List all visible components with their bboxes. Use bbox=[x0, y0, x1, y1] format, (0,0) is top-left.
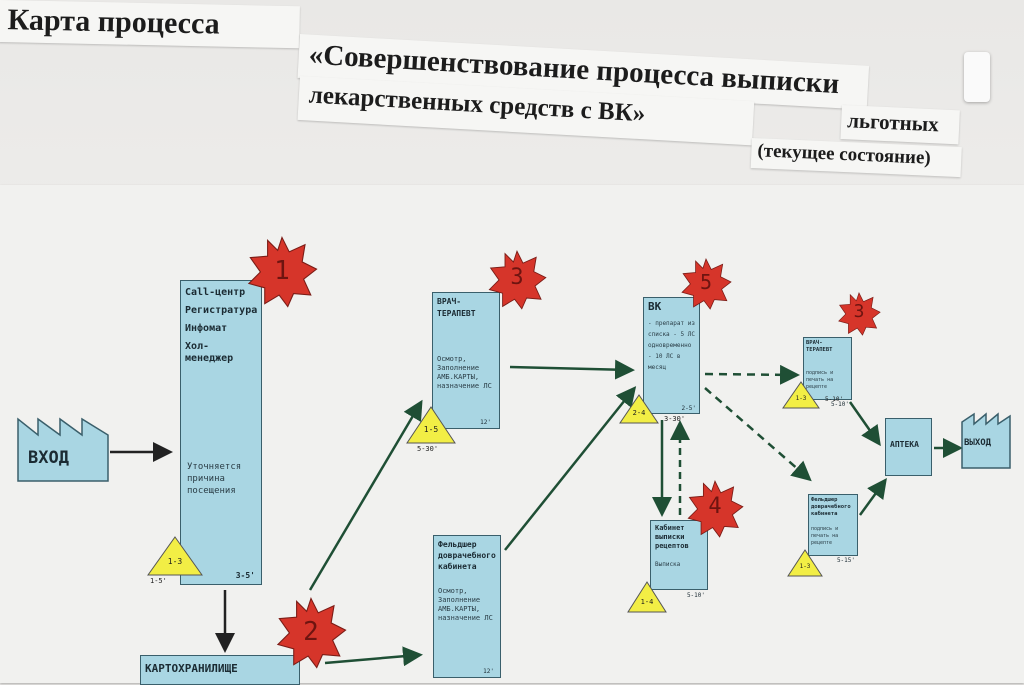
vk-time: 2-5' bbox=[681, 405, 696, 412]
call-center-box: Call-центр Регистратура Инфомат Хол-мене… bbox=[180, 280, 262, 585]
star-shape bbox=[681, 258, 732, 310]
call-center-title-1: Call-центр bbox=[185, 287, 246, 298]
star-1: 1 bbox=[246, 236, 318, 308]
star-shape bbox=[247, 236, 318, 308]
triangle-shape bbox=[406, 406, 456, 444]
triangle-time: 5-10' bbox=[825, 396, 844, 403]
vk-box: ВК - препарат из списка - 5 ЛС одновреме… bbox=[643, 297, 700, 414]
triangle-shape bbox=[619, 394, 659, 424]
triangle-shape bbox=[787, 549, 823, 577]
arrow-feldsher-vk bbox=[504, 386, 637, 551]
therapist2-time: 5-10' bbox=[830, 401, 849, 408]
feldsher1-time: 12' bbox=[483, 668, 494, 675]
kartotek-box: КАРТОХРАНИЛИЩЕ bbox=[140, 655, 300, 685]
triangle-6: 1-3 bbox=[786, 548, 824, 578]
vk-body: - препарат из списка - 5 ЛС одновременно… bbox=[648, 320, 695, 371]
star-shape bbox=[838, 292, 881, 336]
star-shape bbox=[687, 480, 744, 538]
cabinet-time: 5-10' bbox=[686, 592, 705, 599]
pharmacy-title: АПТЕКА bbox=[890, 440, 919, 449]
cabinet-body: Выписка bbox=[655, 561, 681, 568]
triangle-label: 1-3 bbox=[795, 395, 807, 402]
star-number: 1 bbox=[274, 256, 290, 286]
star-number: 3 bbox=[853, 301, 865, 322]
star-6: 3 bbox=[837, 292, 881, 336]
arrow-vk-feldsher2 bbox=[704, 387, 812, 482]
triangle-label: 2-4 bbox=[632, 409, 646, 417]
triangle-time: 1-5' bbox=[150, 577, 167, 585]
star-number: 3 bbox=[510, 265, 524, 290]
therapist2-title: ВРАЧ-ТЕРАПЕВТ bbox=[806, 340, 833, 353]
exit-label: ВЫХОД bbox=[964, 438, 992, 448]
therapist2-body: подпись и печать на рецепте bbox=[806, 370, 834, 390]
star-2: 2 bbox=[275, 597, 347, 669]
triangle-2: 1-5 5-30' bbox=[405, 405, 457, 453]
call-center-time: 3-5' bbox=[235, 571, 255, 580]
star-4: 4 bbox=[686, 480, 744, 538]
arrow-therapist-vk bbox=[509, 359, 635, 380]
therapist1-title: ВРАЧ-ТЕРАПЕВТ bbox=[437, 297, 476, 318]
call-center-title-3: Инфомат bbox=[185, 323, 228, 334]
feldsher1-title: Фельдшер доврачебного кабинета bbox=[438, 540, 496, 571]
triangle-time: 3-30' bbox=[664, 415, 686, 423]
triangle-label: 1-5 bbox=[423, 425, 439, 434]
triangle-label: 1-3 bbox=[167, 557, 183, 566]
triangle-shape bbox=[147, 536, 203, 576]
star-number: 2 bbox=[303, 617, 319, 647]
entry-factory bbox=[17, 417, 109, 482]
triangle-1: 1-3 1-5' bbox=[146, 535, 204, 585]
vk-title: ВК bbox=[648, 300, 662, 313]
triangle-5: 1-3 5-10' bbox=[781, 380, 843, 410]
arrow-therapist2-pharmacy bbox=[848, 401, 881, 447]
triangle-label: 1-3 bbox=[799, 563, 811, 570]
therapist2-box: ВРАЧ-ТЕРАПЕВТ подпись и печать на рецепт… bbox=[803, 337, 852, 408]
therapist1-time: 12' bbox=[480, 419, 491, 426]
feldsher2-box: Фельдшер доврачебного кабинета подпись и… bbox=[808, 494, 858, 564]
call-center-body: Уточняется причина посещения bbox=[187, 462, 242, 496]
triangle-3: 2-4 3-30' bbox=[618, 393, 685, 425]
star-shape bbox=[488, 250, 547, 310]
star-5: 5 bbox=[680, 258, 732, 310]
triangle-time: 5-30' bbox=[417, 445, 439, 453]
feldsher1-box: Фельдшер доврачебного кабинета Осмотр, З… bbox=[433, 535, 501, 678]
triangle-4: 1-4 bbox=[626, 580, 668, 614]
star-3: 3 bbox=[487, 250, 547, 310]
feldsher2-body: подпись и печать на рецепте bbox=[811, 526, 839, 546]
feldsher2-title: Фельдшер доврачебного кабинета bbox=[811, 497, 851, 517]
cabinet-box: Кабинет выписки рецептов Выписка 5-10' bbox=[650, 520, 708, 599]
cabinet-title: Кабинет выписки рецептов bbox=[655, 524, 689, 550]
star-number: 5 bbox=[699, 270, 713, 294]
arrow-feldsher2-pharmacy bbox=[858, 477, 887, 516]
arrow-kartotek-feldsher bbox=[324, 646, 423, 667]
entry-label: ВХОД bbox=[28, 448, 69, 468]
call-center-title-2: Регистратура bbox=[185, 305, 258, 316]
pharmacy-box: АПТЕКА bbox=[885, 418, 932, 476]
star-shape bbox=[276, 597, 347, 669]
arrow-call-therapist bbox=[308, 399, 423, 591]
therapist1-body: Осмотр, Заполнение АМБ.КАРТЫ, назначение… bbox=[437, 355, 492, 390]
exit-factory bbox=[961, 412, 1011, 469]
wall-switch bbox=[964, 52, 990, 102]
therapist1-box: ВРАЧ-ТЕРАПЕВТ Осмотр, Заполнение АМБ.КАР… bbox=[432, 292, 500, 429]
triangle-shape bbox=[627, 581, 667, 613]
arrow-vk-therapist2 bbox=[704, 364, 800, 385]
feldsher1-body: Осмотр, Заполнение АМБ.КАРТЫ, назначение… bbox=[438, 587, 493, 622]
triangle-shape bbox=[782, 381, 820, 409]
triangle-label: 1-4 bbox=[640, 598, 654, 606]
star-number: 4 bbox=[708, 494, 722, 519]
kartotek-title: КАРТОХРАНИЛИЩЕ bbox=[145, 662, 238, 675]
call-center-title-4: Хол-менеджер bbox=[185, 341, 234, 364]
feldsher2-time: 5-15' bbox=[836, 557, 855, 564]
